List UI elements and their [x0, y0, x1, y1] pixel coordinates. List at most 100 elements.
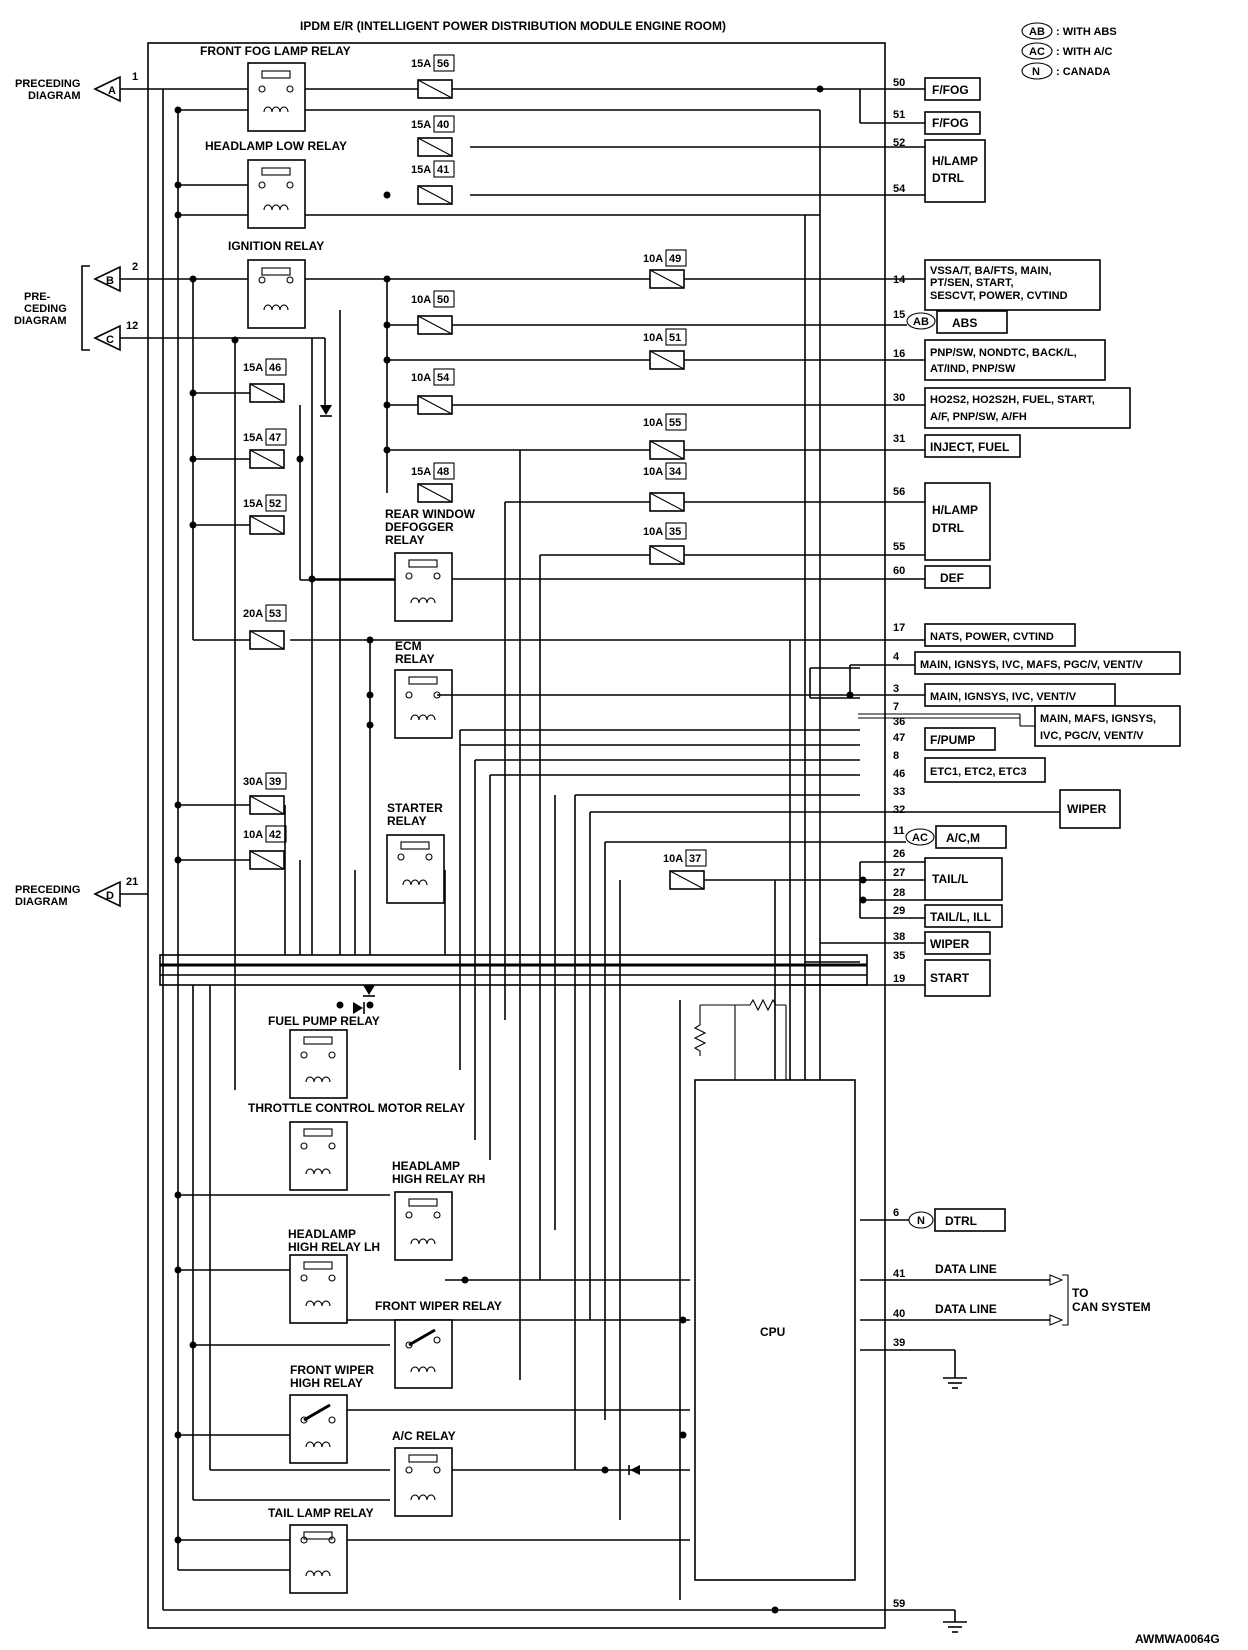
svg-text:DTRL: DTRL [945, 1214, 977, 1228]
ecm-relay: ECM RELAY [394, 639, 453, 739]
headlamp-high-relay-rh: HEADLAMP HIGH RELAY RH [392, 1159, 485, 1261]
svg-text:ABS: ABS [952, 316, 977, 330]
svg-text:39: 39 [893, 1337, 905, 1349]
svg-text:49: 49 [669, 253, 681, 265]
svg-text:50: 50 [893, 77, 905, 89]
svg-text:15A: 15A [411, 119, 431, 131]
svg-text:10A: 10A [643, 466, 663, 478]
starter-relay: STARTER RELAY [386, 801, 445, 904]
fuse-52: 15A 52 [243, 494, 287, 535]
svg-text:HIGH RELAY RH: HIGH RELAY RH [392, 1172, 485, 1186]
svg-text:A/C,M: A/C,M [946, 831, 980, 845]
legend-symbol-ac [1021, 42, 1053, 60]
svg-text:55: 55 [893, 541, 905, 553]
svg-text:HEADLAMP LOW RELAY: HEADLAMP LOW RELAY [205, 139, 347, 153]
svg-text:AB: AB [913, 316, 929, 328]
svg-text:42: 42 [269, 829, 281, 841]
svg-text:34: 34 [669, 466, 682, 478]
connector-b: B 2 [93, 261, 148, 293]
svg-text:FRONT FOG LAMP RELAY: FRONT FOG LAMP RELAY [200, 44, 351, 58]
svg-text:DIAGRAM: DIAGRAM [15, 896, 68, 908]
headlamp-low-relay: HEADLAMP LOW RELAY [205, 139, 347, 229]
svg-text:CAN SYSTEM: CAN SYSTEM [1072, 1300, 1151, 1314]
svg-text:36: 36 [893, 716, 905, 728]
svg-text:WIPER: WIPER [930, 937, 970, 951]
svg-text:51: 51 [669, 332, 681, 344]
svg-text:HIGH RELAY LH: HIGH RELAY LH [288, 1240, 380, 1254]
svg-text:55: 55 [669, 417, 681, 429]
internal-bus-bar [159, 954, 868, 986]
svg-text:56: 56 [437, 58, 449, 70]
legend-symbol-ac-text: AC [1029, 46, 1045, 58]
svg-text:11: 11 [893, 825, 905, 837]
cpu: CPU [694, 1079, 856, 1581]
svg-text:HIGH RELAY: HIGH RELAY [290, 1376, 363, 1390]
connector-c: C 12 [93, 320, 148, 352]
svg-text:STARTER: STARTER [387, 801, 443, 815]
svg-text:IVC, PGC/V, VENT/V: IVC, PGC/V, VENT/V [1040, 730, 1144, 742]
svg-text:10A: 10A [643, 417, 663, 429]
diodes [320, 405, 640, 1475]
can-system-arrows: TO CAN SYSTEM [1049, 1274, 1151, 1326]
svg-text:DIAGRAM: DIAGRAM [28, 90, 81, 102]
fuse-47: 15A 47 [243, 428, 287, 469]
fuse-56: 15A 56 [411, 54, 455, 99]
module-title: IPDM E/R (INTELLIGENT POWER DISTRIBUTION… [300, 19, 726, 33]
svg-text:10A: 10A [643, 253, 663, 265]
svg-text:RELAY: RELAY [385, 533, 425, 547]
fuse-50: 10A 50 [411, 290, 455, 335]
fuse-35: 10A 35 [643, 522, 687, 565]
svg-text:1: 1 [132, 71, 138, 83]
fuse-40: 15A 40 [411, 115, 455, 157]
svg-text:H/LAMP: H/LAMP [932, 154, 978, 168]
legend-symbol-n-text: N [1032, 66, 1040, 78]
svg-text:NATS, POWER, CVTIND: NATS, POWER, CVTIND [930, 631, 1054, 643]
svg-text:DIAGRAM: DIAGRAM [14, 315, 67, 327]
svg-text:35: 35 [669, 526, 681, 538]
svg-text:53: 53 [269, 608, 281, 620]
legend-symbol-n [1021, 62, 1053, 80]
svg-text:40: 40 [437, 119, 449, 131]
module-frame [147, 42, 886, 1629]
svg-text:C: C [106, 334, 114, 346]
svg-text:AT/IND, PNP/SW: AT/IND, PNP/SW [930, 363, 1016, 375]
diagram-code: AWMWA0064G [1135, 1632, 1220, 1646]
svg-text:51: 51 [893, 109, 905, 121]
svg-text:52: 52 [893, 137, 905, 149]
svg-text:DTRL: DTRL [932, 521, 964, 535]
svg-text:IGNITION RELAY: IGNITION RELAY [228, 239, 324, 253]
svg-text:15A: 15A [243, 362, 263, 374]
svg-text:10A: 10A [643, 332, 663, 344]
svg-text:DATA LINE: DATA LINE [935, 1262, 997, 1276]
ground-symbols [943, 1377, 967, 1633]
svg-text:MAIN, MAFS, IGNSYS,: MAIN, MAFS, IGNSYS, [1040, 713, 1156, 725]
svg-text:N: N [917, 1215, 925, 1227]
svg-text:32: 32 [893, 804, 905, 816]
svg-text:F/PUMP: F/PUMP [930, 733, 975, 747]
fuse-54: 10A 54 [411, 368, 455, 415]
svg-text:START: START [930, 971, 970, 985]
svg-text:40: 40 [893, 1308, 905, 1320]
svg-text:8: 8 [893, 750, 899, 762]
svg-text:47: 47 [269, 432, 281, 444]
front-fog-lamp-relay: FRONT FOG LAMP RELAY [200, 44, 351, 132]
svg-text:15A: 15A [243, 432, 263, 444]
svg-text:15A: 15A [411, 58, 431, 70]
svg-text:A: A [108, 85, 116, 97]
svg-text:46: 46 [269, 362, 281, 374]
output-pins: 50 F/FOG 51 F/FOG 52 54 H/LAMP DTRL 14 V… [437, 77, 1181, 1610]
svg-text:16: 16 [893, 348, 905, 360]
svg-text:HO2S2, HO2S2H, FUEL, START,: HO2S2, HO2S2H, FUEL, START, [930, 394, 1095, 406]
svg-text:AC: AC [912, 832, 928, 844]
svg-text:10A: 10A [643, 526, 663, 538]
svg-text:INJECT, FUEL: INJECT, FUEL [930, 440, 1009, 454]
svg-text:14: 14 [893, 274, 906, 286]
rear-window-defogger-relay: REAR WINDOW DEFOGGER RELAY [385, 507, 476, 622]
svg-text:50: 50 [437, 294, 449, 306]
svg-text:DEF: DEF [940, 571, 964, 585]
fuse-55: 10A 55 [643, 413, 687, 460]
fuel-pump-relay: FUEL PUMP RELAY [268, 1014, 380, 1099]
svg-text:31: 31 [893, 433, 905, 445]
svg-text:SESCVT, POWER, CVTIND: SESCVT, POWER, CVTIND [930, 290, 1068, 302]
svg-text:D: D [106, 890, 114, 902]
